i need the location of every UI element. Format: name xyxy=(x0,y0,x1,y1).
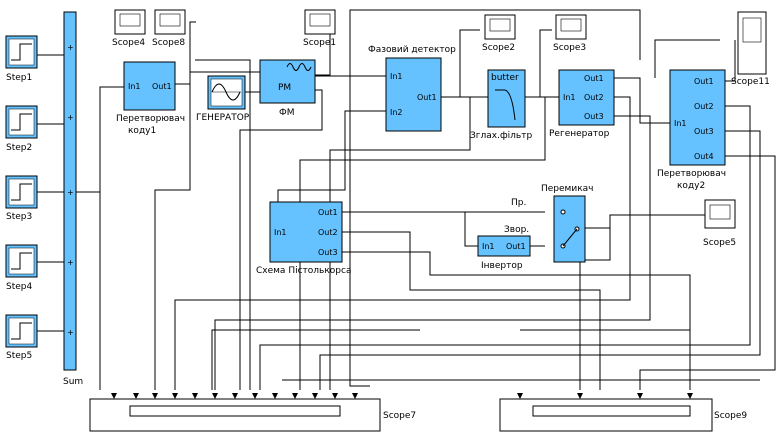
switch-label: Перемикач xyxy=(541,184,593,194)
switch-zvor-label: Звор. xyxy=(504,225,529,235)
encoder2-label-line1: Перетворювач xyxy=(657,169,726,179)
regenerator-in1: In1 xyxy=(563,93,576,102)
step2-label: Step2 xyxy=(6,143,32,153)
encoder2-out4: Out4 xyxy=(694,152,714,161)
step3-block[interactable]: Step3 xyxy=(5,175,38,222)
step3-label: Step3 xyxy=(6,212,32,222)
regenerator-out2: Out2 xyxy=(584,93,604,102)
regenerator-label: Регенератор xyxy=(549,129,610,139)
phase-detector-in2: In2 xyxy=(390,108,403,117)
scope2-label: Scope2 xyxy=(482,43,515,53)
scope9-label: Scope9 xyxy=(714,411,747,421)
filter-block[interactable]: butter Зглах.фільтр xyxy=(470,69,532,141)
encoder1-out1: Out1 xyxy=(152,82,172,91)
switch-pr-label: Пр. xyxy=(511,198,526,208)
scope1-label: Scope1 xyxy=(303,38,336,48)
regenerator-block[interactable]: In1 Out1 Out2 Out3 Регенератор xyxy=(549,69,615,139)
filter-label: Зглах.фільтр xyxy=(470,131,532,141)
fm-block[interactable]: PM ФМ xyxy=(259,59,316,118)
phase-detector-in1: In1 xyxy=(390,72,403,81)
encoder2-in1: In1 xyxy=(674,119,687,128)
inverter-block[interactable]: In1 Out1 Інвертор xyxy=(477,235,531,271)
pistolkors-label: Схема Пістолькорса xyxy=(256,266,351,276)
step1-block[interactable]: Step1 xyxy=(5,35,38,83)
step2-block[interactable]: Step2 xyxy=(5,105,38,153)
encoder1-label-line2: коду1 xyxy=(128,126,156,136)
phase-detector-label: Фазовий детектор xyxy=(368,45,456,55)
pistolkors-block[interactable]: In1 Out1 Out2 Out3 Схема Пістолькорса xyxy=(256,201,351,276)
scope5-block[interactable]: Scope5 xyxy=(703,199,736,248)
scope3-label: Scope3 xyxy=(553,43,586,53)
regenerator-out1: Out1 xyxy=(584,74,604,83)
encoder2-block[interactable]: In1 Out1 Out2 Out3 Out4 Перетворювач код… xyxy=(657,69,726,191)
regenerator-out3: Out3 xyxy=(584,112,604,121)
step4-label: Step4 xyxy=(6,282,32,292)
phase-detector-out1: Out1 xyxy=(417,93,437,102)
pistolkors-out3: Out3 xyxy=(318,248,338,257)
fm-label: ФМ xyxy=(279,108,295,118)
scope7-block[interactable]: Scope7 xyxy=(89,398,416,432)
encoder1-in1: In1 xyxy=(128,82,141,91)
encoder2-out2: Out2 xyxy=(694,102,714,111)
pistolkors-out1: Out1 xyxy=(318,208,338,217)
scope11-block[interactable]: Scope11 xyxy=(731,11,770,87)
encoder1-label-line1: Перетворювач xyxy=(116,114,185,124)
switch-block[interactable]: Перемикач Пр. Звор. xyxy=(504,184,593,263)
scope8-label: Scope8 xyxy=(152,38,185,48)
pistolkors-in1: In1 xyxy=(274,228,287,237)
sum-plus-3: + xyxy=(67,188,74,197)
scope11-label: Scope11 xyxy=(731,77,770,87)
sum-label: Sum xyxy=(63,377,83,387)
encoder2-out3: Out3 xyxy=(694,127,714,136)
step5-label: Step5 xyxy=(6,351,32,361)
pm-label: PM xyxy=(278,83,291,93)
scope9-block[interactable]: Scope9 xyxy=(499,398,747,432)
generator-label: ГЕНЕРАТОР xyxy=(196,113,250,123)
sum-plus-2: + xyxy=(67,113,74,122)
scope1-block[interactable]: Scope1 xyxy=(303,9,336,48)
step4-block[interactable]: Step4 xyxy=(5,244,38,292)
inverter-label: Інвертор xyxy=(481,261,523,271)
sum-block[interactable]: + + + + + Sum xyxy=(63,11,83,387)
butter-label: butter xyxy=(491,73,519,83)
sum-plus-4: + xyxy=(67,258,74,267)
pistolkors-out2: Out2 xyxy=(318,228,338,237)
encoder2-label-line2: коду2 xyxy=(677,181,705,191)
scope8-block[interactable]: Scope8 xyxy=(152,9,186,48)
sum-plus-1: + xyxy=(67,43,74,52)
scope5-label: Scope5 xyxy=(703,238,736,248)
step1-label: Step1 xyxy=(6,73,32,83)
inverter-out1: Out1 xyxy=(506,242,526,251)
input-arrows xyxy=(111,393,693,399)
phase-detector-block[interactable]: In1 In2 Out1 Фазовий детектор xyxy=(368,45,456,132)
scope7-label: Scope7 xyxy=(383,411,416,421)
scope4-label: Scope4 xyxy=(112,38,145,48)
scope3-block[interactable]: Scope3 xyxy=(553,14,587,53)
sum-plus-5: + xyxy=(67,328,74,337)
generator-block[interactable]: ГЕНЕРАТОР xyxy=(196,75,250,123)
encoder2-out1: Out1 xyxy=(694,77,714,86)
step5-block[interactable]: Step5 xyxy=(5,314,38,361)
scope4-block[interactable]: Scope4 xyxy=(112,9,146,48)
inverter-in1: In1 xyxy=(482,242,495,251)
scope2-block[interactable]: Scope2 xyxy=(482,14,516,53)
encoder1-block[interactable]: In1 Out1 Перетворювач коду1 xyxy=(116,61,185,136)
